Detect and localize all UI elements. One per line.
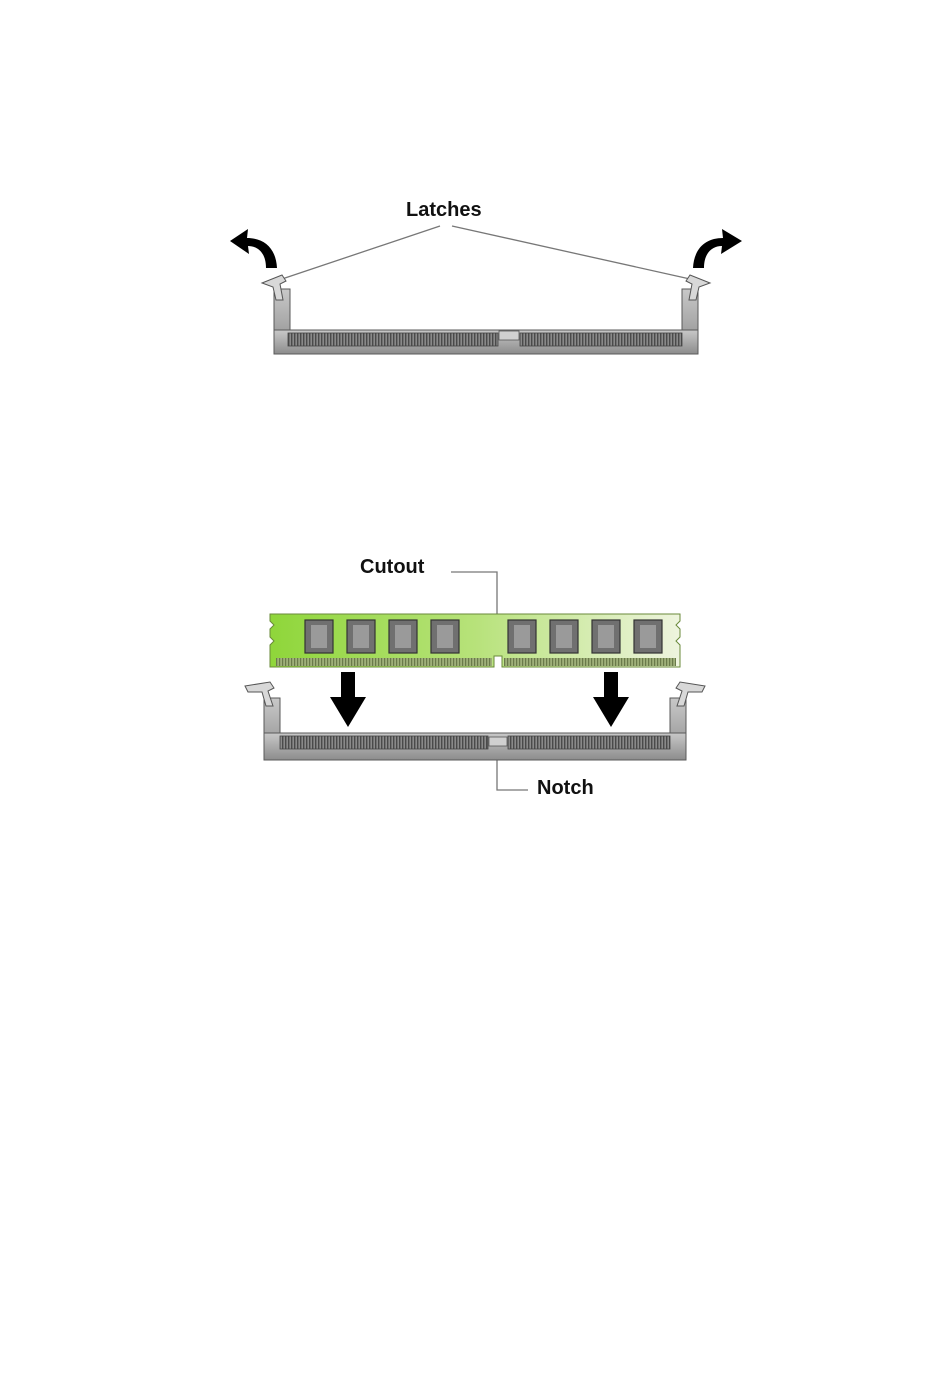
curved-arrow-left-icon bbox=[230, 229, 277, 268]
latch-left bbox=[245, 682, 274, 706]
latches-leader-left bbox=[282, 226, 440, 279]
module-contacts-right bbox=[504, 658, 676, 666]
dimm-slot-bottom bbox=[245, 682, 705, 760]
curved-arrow-right-icon bbox=[693, 229, 742, 268]
latch-right bbox=[676, 682, 705, 706]
module-contacts-left bbox=[276, 658, 492, 666]
notch-label: Notch bbox=[537, 777, 594, 800]
latches-leader-right bbox=[452, 226, 690, 279]
module-insertion-figure bbox=[245, 572, 705, 790]
open-latches-figure bbox=[230, 226, 742, 354]
cutout-label: Cutout bbox=[360, 556, 424, 579]
dimm-slot-top bbox=[262, 275, 710, 354]
slot-key-top bbox=[499, 331, 519, 340]
slot-key-notch bbox=[489, 737, 507, 746]
latches-label: Latches bbox=[406, 199, 482, 222]
down-arrow-icon bbox=[593, 672, 629, 727]
down-arrow-icon bbox=[330, 672, 366, 727]
memory-module bbox=[270, 614, 680, 667]
